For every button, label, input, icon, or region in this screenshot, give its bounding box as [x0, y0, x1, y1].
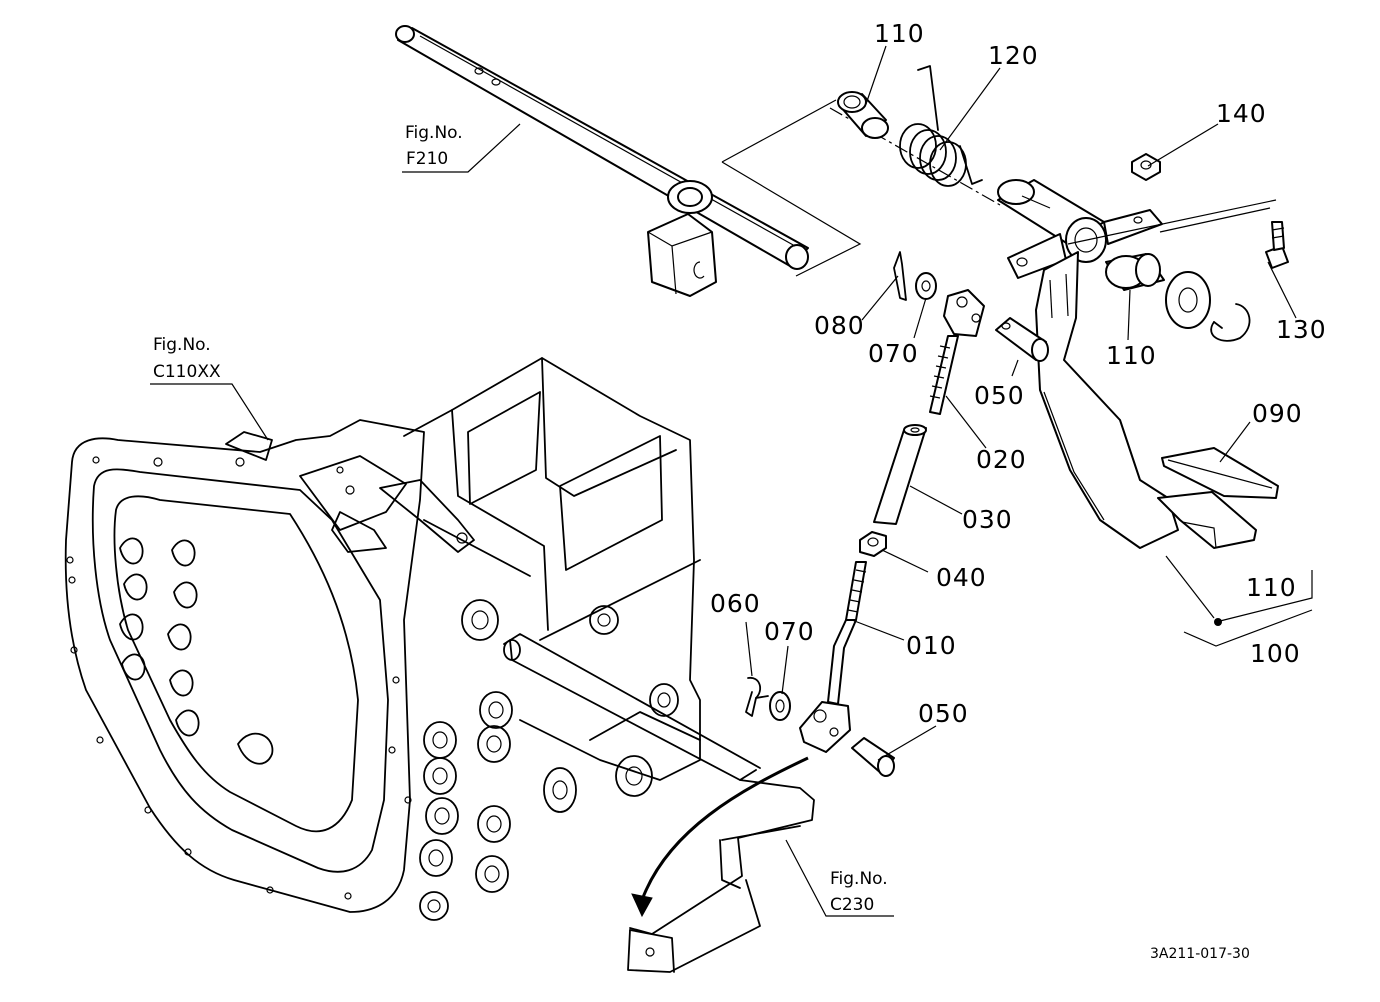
label-100: 100 — [1250, 639, 1301, 668]
label-070-top: 070 — [868, 339, 919, 368]
part-120-spring — [899, 65, 983, 187]
label-010: 010 — [906, 631, 957, 660]
part-080-cotter-pin — [893, 251, 907, 301]
label-020: 020 — [976, 445, 1027, 474]
lower-bosses — [419, 599, 679, 921]
part-140-nut — [1131, 153, 1161, 181]
part-washer-right — [1165, 271, 1211, 329]
ref-f210-code: F210 — [406, 149, 448, 169]
c230-bracket — [627, 779, 815, 973]
ref-f210: Fig.No. F210 — [402, 123, 521, 173]
part-050-pin-bottom — [851, 737, 895, 777]
label-060: 060 — [710, 589, 761, 618]
part-130-bolt — [1265, 221, 1289, 269]
part-090-pedal-pad — [1157, 447, 1279, 549]
label-110-top: 110 — [874, 19, 925, 48]
label-070-bottom: 070 — [764, 617, 815, 646]
part-060-cotter-pin — [745, 677, 769, 717]
part-040-nut — [859, 531, 887, 557]
part-circlip-right — [1210, 303, 1251, 342]
label-050-bottom: 050 — [918, 699, 969, 728]
part-070-washer-bottom — [769, 691, 791, 721]
leader-lines — [745, 45, 1297, 761]
part-010-clutch-rod — [799, 561, 867, 753]
label-140: 140 — [1216, 99, 1267, 128]
label-130: 130 — [1276, 315, 1327, 344]
part-110-bushing-top — [837, 91, 889, 139]
ref-c110xx: Fig.No. C110XX — [150, 335, 269, 441]
transmission-housing — [64, 357, 761, 921]
label-110-right: 110 — [1106, 341, 1157, 370]
part-100-clutch-pedal — [1035, 251, 1179, 549]
part-110-bushing-right — [1105, 253, 1165, 291]
ref-c230-title: Fig.No. — [830, 869, 888, 889]
ref-c110-title: Fig.No. — [153, 335, 211, 355]
label-030: 030 — [962, 505, 1013, 534]
label-120: 120 — [988, 41, 1039, 70]
flange-bolt-holes — [66, 456, 412, 900]
cross-shaft — [395, 25, 809, 297]
label-050-top: 050 — [974, 381, 1025, 410]
label-110-pedal: 110 — [1246, 573, 1297, 602]
bell-openings — [119, 537, 274, 765]
part-070-washer-top — [915, 272, 937, 300]
label-090: 090 — [1252, 399, 1303, 428]
part-020-rod-top — [929, 289, 985, 415]
ref-c230-code: C230 — [830, 895, 874, 915]
ref-c230: Fig.No. C230 — [785, 839, 894, 917]
part-050-pin-top — [995, 317, 1049, 362]
label-080: 080 — [814, 311, 865, 340]
label-040: 040 — [936, 563, 987, 592]
ref-c110-code: C110XX — [153, 362, 221, 382]
drawing-code: 3A211-017-30 — [1150, 946, 1250, 962]
curved-arrow — [631, 756, 809, 918]
part-030-turnbuckle — [873, 424, 927, 525]
part-labels: 110 120 140 130 110 080 070 050 020 090 … — [710, 19, 1327, 728]
ref-f210-title: Fig.No. — [405, 123, 463, 143]
